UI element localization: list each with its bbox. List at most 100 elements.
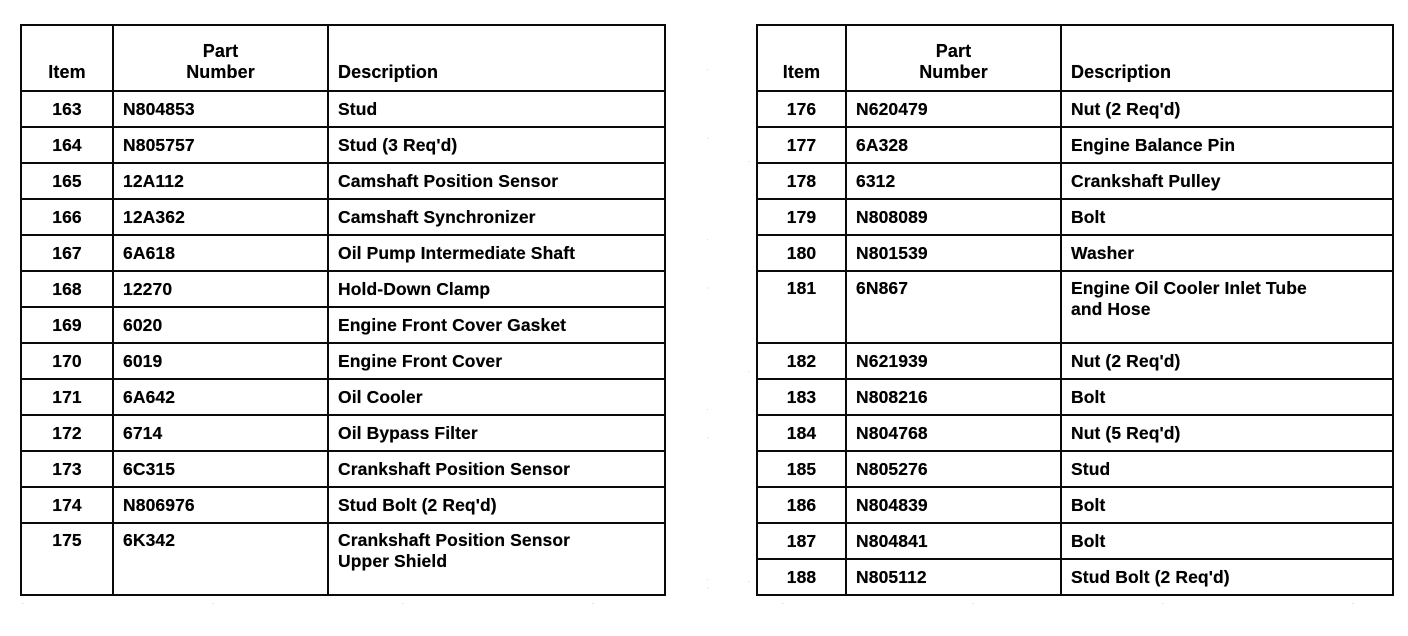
description-line: Nut (2 Req'd)	[1071, 350, 1181, 371]
cell-item-number: 186	[756, 486, 847, 524]
cell-description: Bolt	[1060, 378, 1394, 416]
cell-item-number: 183	[756, 378, 847, 416]
description-line: Crankshaft Pulley	[1071, 170, 1221, 191]
cell-item-number: 181	[756, 270, 847, 344]
cell-part-number: N805757	[112, 126, 329, 164]
cell-item-number: 175	[20, 522, 114, 596]
cell-item-number: 184	[756, 414, 847, 452]
cell-description: Oil Bypass Filter	[327, 414, 666, 452]
cell-description: Bolt	[1060, 486, 1394, 524]
column-header-part-line1: Part	[935, 40, 972, 61]
cell-part-number: N804841	[845, 522, 1062, 560]
cell-description: Crankshaft Pulley	[1060, 162, 1394, 200]
cell-part-number: 6K342	[112, 522, 329, 596]
cell-item-number: 169	[20, 306, 114, 344]
cell-part-number: 12270	[112, 270, 329, 308]
description-line: Upper Shield	[338, 551, 448, 571]
cell-item-number: 176	[756, 90, 847, 128]
cell-part-number: N804853	[112, 90, 329, 128]
cell-item-number: 173	[20, 450, 114, 488]
cell-description: Hold-Down Clamp	[327, 270, 666, 308]
cell-description: Oil Pump Intermediate Shaft	[327, 234, 666, 272]
description-line: Oil Bypass Filter	[338, 422, 478, 443]
cell-description: Stud (3 Req'd)	[327, 126, 666, 164]
description-line: Camshaft Position Sensor	[338, 170, 559, 191]
cell-description: Stud Bolt (2 Req'd)	[327, 486, 666, 524]
cell-item-number: 171	[20, 378, 114, 416]
cell-description: Engine Front Cover	[327, 342, 666, 380]
description-line: Engine Balance Pin	[1071, 134, 1236, 155]
description-line: Engine Front Cover Gasket	[338, 314, 567, 335]
column-header-part-number: Part Number	[112, 24, 329, 92]
cell-description: Engine Front Cover Gasket	[327, 306, 666, 344]
cell-description: Engine Balance Pin	[1060, 126, 1394, 164]
description-line: Stud Bolt (2 Req'd)	[1071, 566, 1230, 587]
cell-item-number: 179	[756, 198, 847, 236]
cell-item-number: 187	[756, 522, 847, 560]
cell-part-number: 6020	[112, 306, 329, 344]
cell-description: Stud	[327, 90, 666, 128]
cell-description: Camshaft Position Sensor	[327, 162, 666, 200]
description-line: Stud	[1071, 458, 1111, 479]
description-line: Stud Bolt (2 Req'd)	[338, 494, 497, 515]
column-header-part-number: Part Number	[845, 24, 1062, 92]
cell-item-number: 180	[756, 234, 847, 272]
cell-item-number: 166	[20, 198, 114, 236]
header-row: Item Part Number Description	[20, 24, 666, 92]
description-line: Washer	[1071, 242, 1135, 263]
cell-part-number: N804839	[845, 486, 1062, 524]
cell-description: Nut (5 Req'd)	[1060, 414, 1394, 452]
cell-part-number: N808089	[845, 198, 1062, 236]
cell-item-number: 167	[20, 234, 114, 272]
description-line: Crankshaft Position Sensor	[338, 458, 571, 479]
description-line: Bolt	[1071, 530, 1106, 551]
cell-part-number: 6312	[845, 162, 1062, 200]
column-header-part-line2: Number	[919, 61, 988, 82]
description-line: Bolt	[1071, 386, 1106, 407]
column-header-description: Description	[1060, 24, 1394, 92]
column-header-item: Item	[20, 24, 114, 92]
description-line: Oil Pump Intermediate Shaft	[338, 242, 576, 263]
cell-part-number: 6714	[112, 414, 329, 452]
cell-item-number: 163	[20, 90, 114, 128]
cell-description: Nut (2 Req'd)	[1060, 342, 1394, 380]
cell-item-number: 174	[20, 486, 114, 524]
cell-item-number: 177	[756, 126, 847, 164]
description-line: Engine Oil Cooler Inlet Tube	[1071, 278, 1307, 298]
cell-description: Washer	[1060, 234, 1394, 272]
cell-item-number: 182	[756, 342, 847, 380]
description-line: Bolt	[1071, 494, 1106, 515]
description-line: Bolt	[1071, 206, 1106, 227]
cell-part-number: N805276	[845, 450, 1062, 488]
column-header-part-line2: Number	[186, 61, 255, 82]
cell-description: Camshaft Synchronizer	[327, 198, 666, 236]
description-line: Oil Cooler	[338, 386, 423, 407]
cell-part-number: 6A328	[845, 126, 1062, 164]
cell-item-number: 185	[756, 450, 847, 488]
